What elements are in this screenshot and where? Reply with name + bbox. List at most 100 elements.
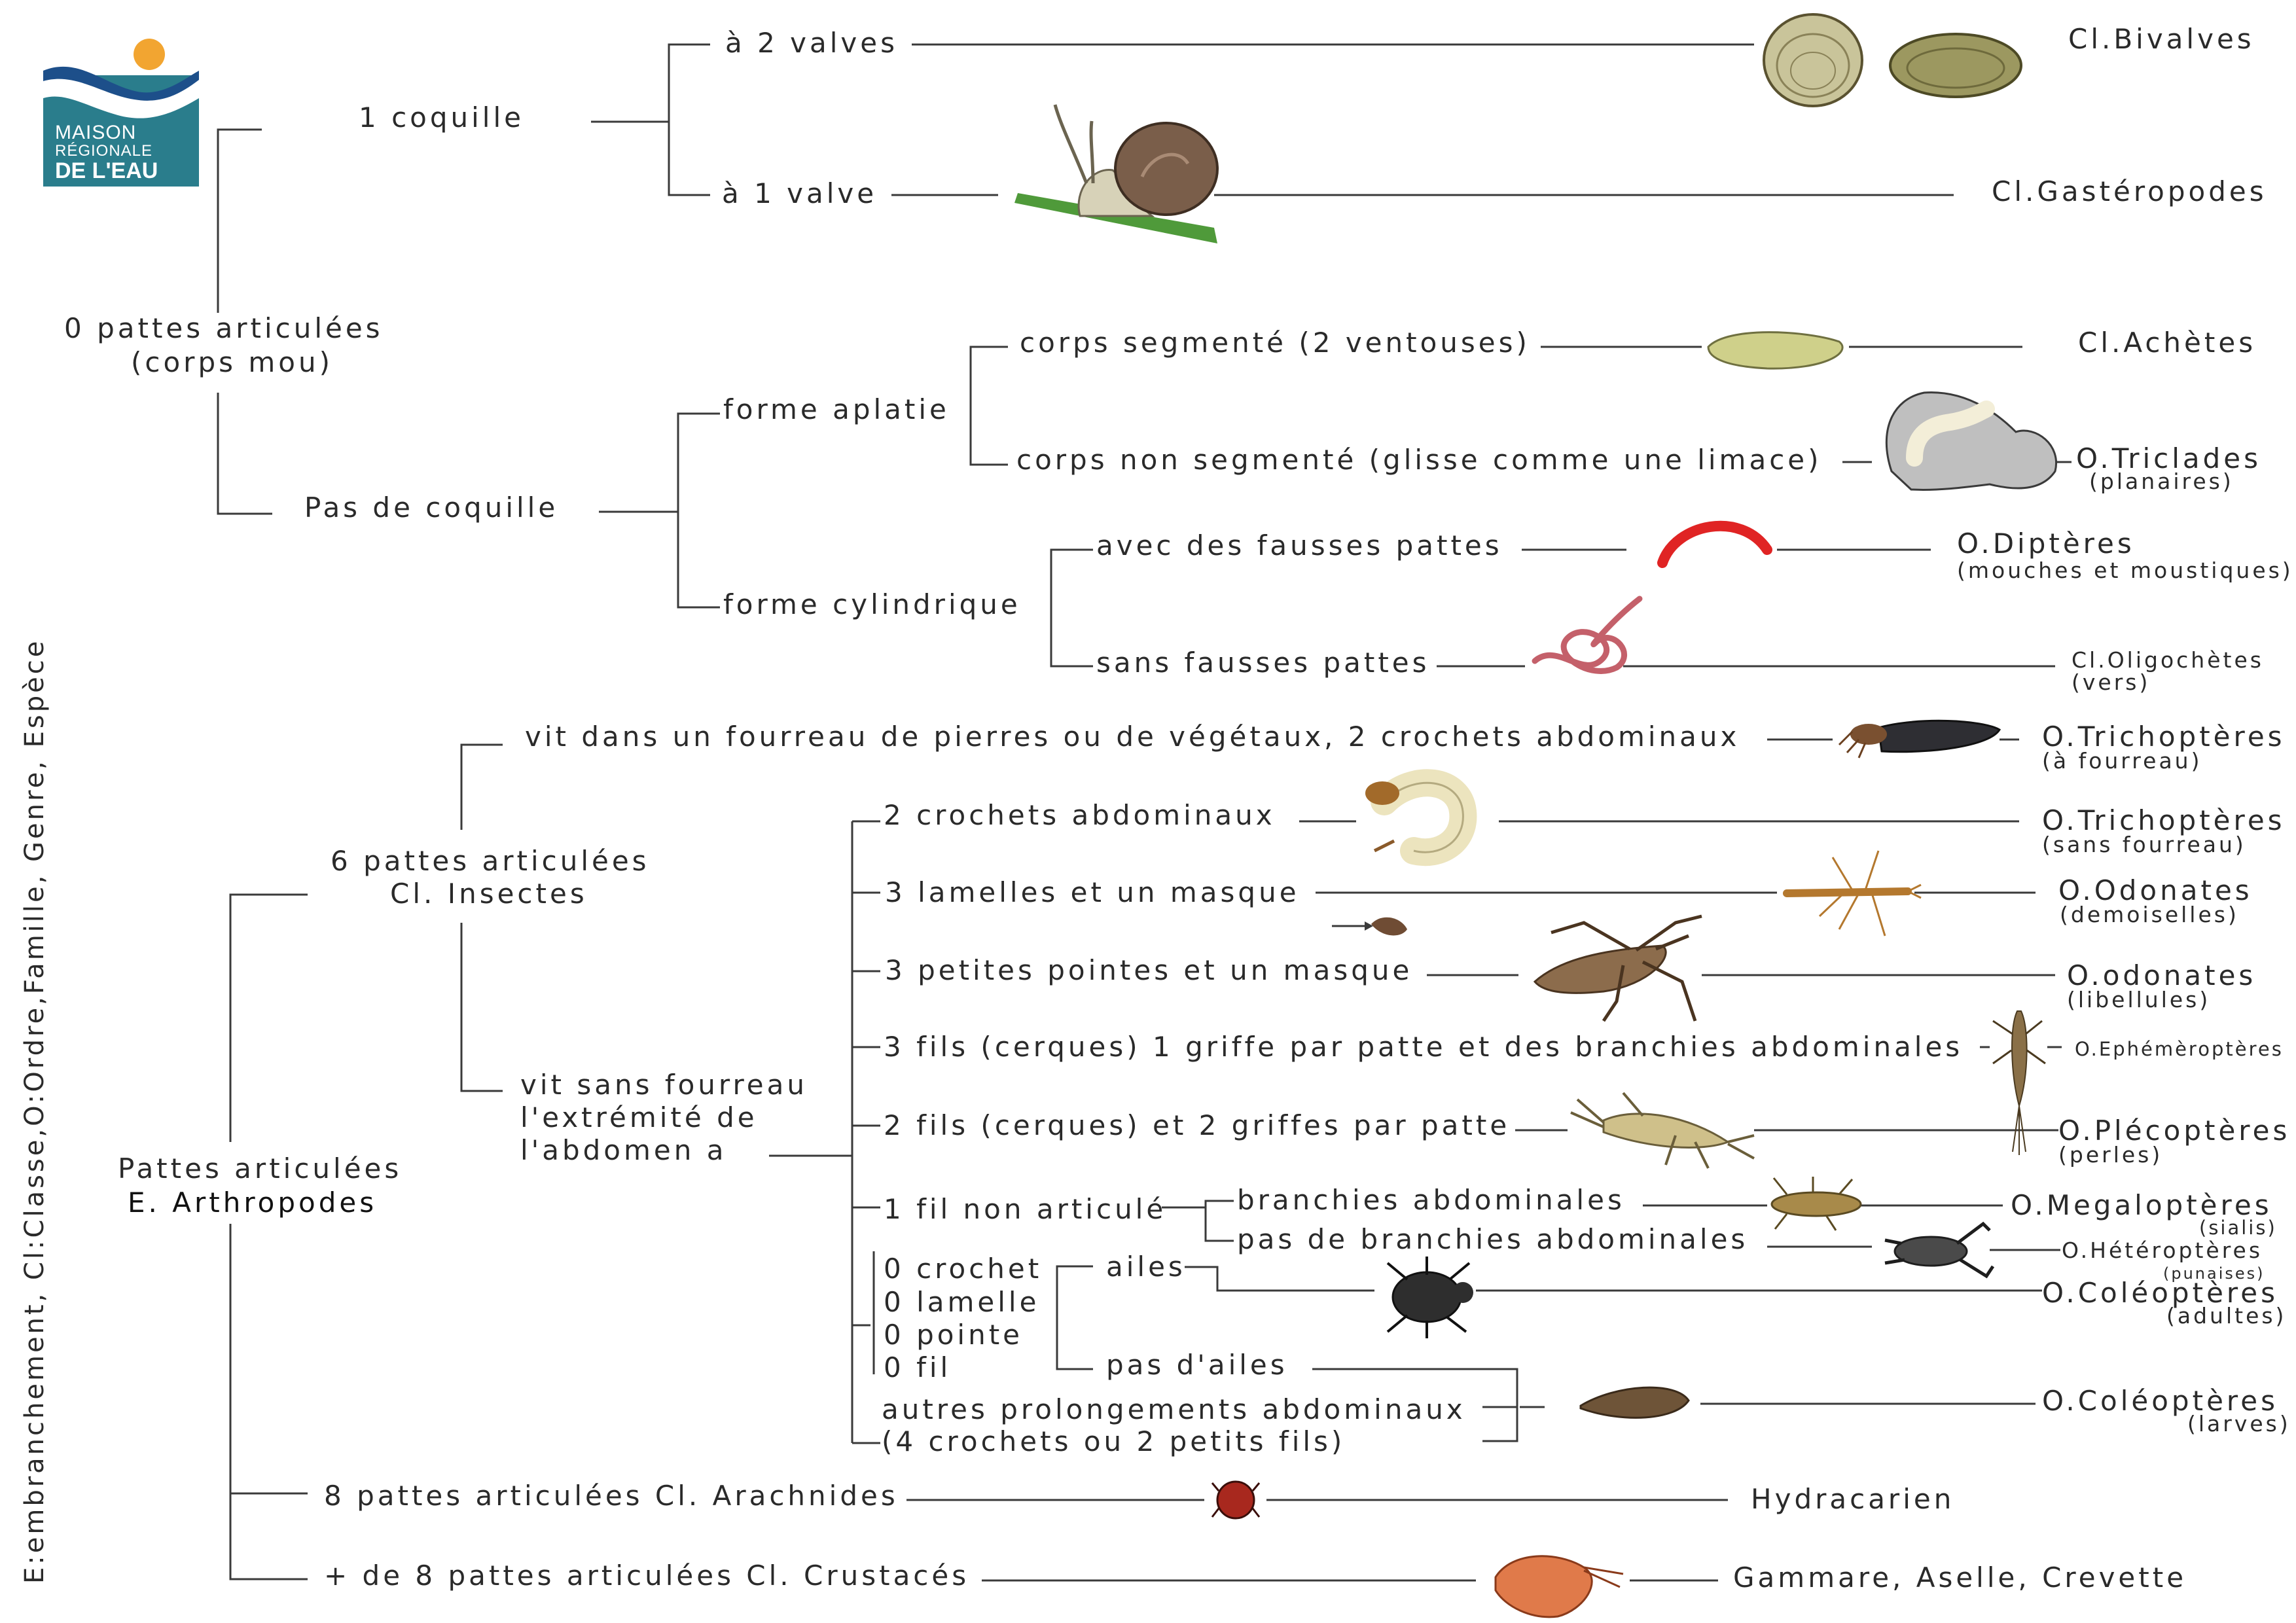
logo-text-line2: RÉGIONALE — [55, 142, 152, 160]
result-odonates-demoiselles-sub: (demoiselles) — [2060, 902, 2239, 927]
result-odonates-demoiselles: O.Odonates — [2058, 874, 2253, 906]
option-two-hooks: 2 crochets abdominaux — [884, 799, 1276, 831]
non-segmented-body-label: corps non segmenté (glisse comme une lim… — [1016, 444, 1822, 476]
planarian-icon — [1885, 391, 2057, 491]
crustaceans-label: + de 8 pattes articulées Cl. Crustacés — [324, 1560, 969, 1592]
wings-bracket — [1056, 1265, 1093, 1370]
case-dweller-label: vit dans un fourreau de pierres ou de vé… — [525, 721, 1740, 753]
arachnids-label: 8 pattes articulées Cl. Arachnides — [324, 1480, 899, 1512]
caseless-caddisfly-icon — [1365, 769, 1477, 866]
insect-up-line — [460, 743, 503, 830]
result-plecopteres-sub: (perles) — [2058, 1142, 2162, 1168]
no-case-label-line2: l'extrémité de — [520, 1101, 758, 1133]
water-mite-icon — [1211, 1480, 1261, 1520]
mask-detail-icon — [1371, 917, 1407, 936]
stonefly-larva-icon — [1570, 1092, 1755, 1169]
branch-line-no-shell — [217, 393, 272, 515]
result-trichopteres-case: O.Trichoptères — [2042, 721, 2286, 753]
result-trichopteres-nocase: O.Trichoptères — [2042, 804, 2286, 836]
result-coleopteres-adultes-sub: (adultes) — [2166, 1303, 2286, 1329]
result-coleopteres-larves-sub: (larves) — [2187, 1411, 2291, 1436]
no-case-label-line1: vit sans fourreau — [520, 1069, 808, 1101]
branch-labels: 0 pattes articulées (corps mou) 1 coquil… — [64, 27, 1963, 1592]
two-valves-label: à 2 valves — [725, 27, 898, 59]
segmented-body-label: corps segmenté (2 ventouses) — [1020, 327, 1530, 359]
shell-bracket — [668, 43, 710, 196]
zero-point-label: 0 pointe — [884, 1319, 1023, 1351]
maison-regionale-eau-logo: MAISON RÉGIONALE DE L'EAU — [43, 39, 199, 187]
other-extensions-line1: autres prolongements abdominaux — [882, 1393, 1466, 1425]
result-oligochetes-sub: (vers) — [2072, 669, 2150, 695]
result-oligochetes: Cl.Oligochètes — [2072, 647, 2264, 673]
result-trichopteres-case-sub: (à fourreau) — [2042, 748, 2202, 774]
result-triclades: O.Triclades — [2076, 442, 2261, 474]
result-plecopteres: O.Plécoptères — [2058, 1115, 2290, 1147]
tree-lines — [217, 43, 2072, 1582]
result-heteropteres: O.Hétéroptères — [2062, 1238, 2263, 1263]
result-labels: Cl.Bivalves Cl.Gastéropodes Cl.Achètes O… — [1733, 23, 2293, 1594]
result-trichopteres-nocase-sub: (sans fourreau) — [2042, 832, 2246, 857]
zero-lamella-label: 0 lamelle — [884, 1286, 1039, 1318]
arthropods-label-line1: Pattes articulées — [118, 1152, 402, 1185]
shrimp-icon — [1494, 1555, 1624, 1618]
option-one-filament: 1 fil non articulé — [884, 1193, 1166, 1225]
opt6-bracket — [1204, 1200, 1234, 1242]
alderfly-larva-icon — [1770, 1177, 1862, 1231]
no-case-label-line3: l'abdomen a — [520, 1134, 726, 1166]
water-bug-icon — [1884, 1221, 1995, 1279]
flat-shape-label: forme aplatie — [723, 393, 950, 425]
result-coleopteres-larves: O.Coléoptères — [2042, 1385, 2278, 1417]
option-two-cerci: 2 fils (cerques) et 2 griffes par patte — [884, 1109, 1510, 1141]
result-gasteropodes: Cl.Gastéropodes — [1992, 175, 2267, 207]
no-shell-bracket — [677, 412, 720, 609]
result-hydracarien: Hydracarien — [1751, 1483, 1954, 1515]
insects-label-line2: Cl. Insectes — [390, 878, 588, 910]
no-shell-label: Pas de coquille — [304, 491, 558, 524]
beetle-adult-icon — [1386, 1257, 1473, 1338]
option-three-lamellae: 3 lamelles et un masque — [885, 876, 1300, 908]
dragonfly-larva-icon — [1533, 914, 1702, 1022]
soft-body-label-line2: (corps mou) — [131, 346, 333, 378]
arthropods-label-line2: E. Arthropodes — [128, 1186, 377, 1219]
organism-illustrations — [1014, 13, 2057, 1618]
result-heteropteres-sub: (punaises) — [2163, 1264, 2265, 1283]
result-dipteres: O.Diptères — [1957, 527, 2135, 560]
option-three-cerci: 3 fils (cerques) 1 griffe par patte et d… — [884, 1031, 1963, 1063]
worm-icon — [1532, 596, 1643, 674]
arrow-head — [1365, 921, 1373, 931]
logo-blue-wave — [43, 66, 199, 101]
insects-label-line1: 6 pattes articulées — [331, 845, 650, 877]
red-larva-icon — [1657, 520, 1772, 568]
logo-text-line3: DE L'EAU — [55, 158, 158, 183]
option-three-points: 3 petites pointes et un masque — [885, 954, 1412, 986]
classification-legend: E:embranchement, Cl:Classe,O:Ordre,Famil… — [20, 639, 50, 1584]
caddisfly-case-icon — [1838, 719, 2001, 758]
result-crustaces: Gammare, Aselle, Crevette — [1733, 1561, 2187, 1594]
result-odonates-libellules: O.odonates — [2067, 959, 2256, 991]
logo-white-wave — [43, 71, 199, 118]
arthro-up-line — [229, 893, 308, 1142]
result-odonates-libellules-sub: (libellules) — [2067, 987, 2210, 1012]
wings-label: ailes — [1106, 1251, 1186, 1283]
zero-filament-label: 0 fil — [884, 1351, 951, 1383]
no-false-legs-label: sans fausses pattes — [1096, 647, 1430, 679]
damselfly-larva-icon — [1783, 850, 1922, 936]
branch-line-shell — [217, 128, 262, 313]
result-achetes: Cl.Achètes — [2078, 327, 2256, 359]
bivalve-shell-1-icon — [1763, 13, 1863, 107]
one-valve-label: à 1 valve — [722, 177, 877, 209]
result-megalopteres-sub: (sialis) — [2199, 1217, 2277, 1239]
result-dipteres-sub: (mouches et moustiques) — [1957, 558, 2293, 583]
snail-icon — [1014, 104, 1219, 243]
logo-text-line1: MAISON — [55, 122, 136, 143]
result-triclades-sub: (planaires) — [2089, 469, 2234, 494]
soft-body-label-line1: 0 pattes articulées — [64, 312, 384, 344]
insect-down-line — [460, 923, 503, 1092]
nowings-joint — [1312, 1368, 1518, 1442]
shell-label: 1 coquille — [359, 101, 524, 134]
cylindrical-shape-label: forme cylindrique — [723, 588, 1021, 620]
flat-bracket — [969, 346, 1008, 466]
logo-sun — [134, 39, 165, 70]
beetle-larva-icon — [1579, 1386, 1690, 1419]
